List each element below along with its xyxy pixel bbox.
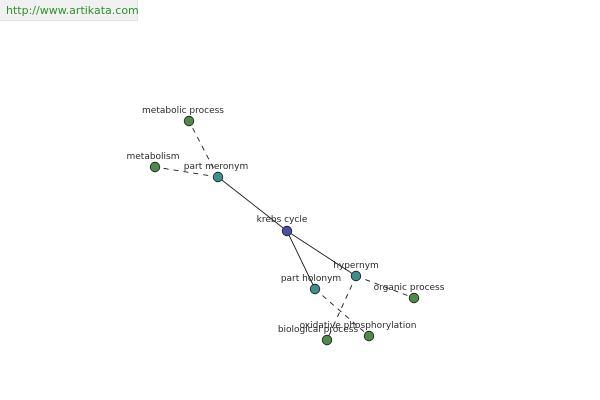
node-label-organic-process[interactable]: organic process (374, 283, 445, 293)
node-label-metabolism[interactable]: metabolism (126, 152, 179, 162)
node-part-holonym[interactable] (309, 283, 321, 295)
node-hypernym[interactable] (350, 270, 362, 282)
edge-hypernym-to-organic-process (355, 275, 415, 299)
edge-part-holonym-to-oxidative-phosphorylation (314, 288, 370, 337)
edge-part-meronym-to-metabolic-process (188, 120, 219, 178)
labels-layer: krebs cycle part meronym metabolic process… (126, 106, 444, 335)
edge-krebs-to-part-meronym (217, 176, 288, 232)
node-part-meronym[interactable] (212, 171, 224, 183)
url-banner: http://www.artikata.com (0, 0, 139, 21)
node-label-part-holonym[interactable]: part holonym (281, 274, 341, 284)
node-organic-process[interactable] (408, 292, 420, 304)
site-url-link[interactable]: http://www.artikata.com (6, 4, 139, 17)
edge-hypernym-to-biological-process (326, 275, 357, 341)
edge-part-meronym-to-metabolism (154, 166, 219, 178)
edge-krebs-to-part-holonym (286, 230, 316, 290)
node-label-hypernym[interactable]: hypernym (333, 261, 379, 271)
node-krebs[interactable] (281, 225, 293, 237)
node-label-part-meronym[interactable]: part meronym (184, 162, 248, 172)
nodes-layer (149, 115, 420, 346)
edge-krebs-to-hypernym (286, 230, 357, 277)
node-biological-process[interactable] (321, 334, 333, 346)
node-metabolism[interactable] (149, 161, 161, 173)
node-label-metabolic-process[interactable]: metabolic process (142, 106, 224, 116)
node-metabolic-process[interactable] (183, 115, 195, 127)
node-oxidative-phosphorylation[interactable] (363, 330, 375, 342)
node-label-krebs[interactable]: krebs cycle (257, 215, 308, 225)
node-label-biological-process[interactable]: biological process (278, 325, 359, 335)
edges-layer (154, 120, 415, 341)
node-label-oxidative-phosphorylation[interactable]: oxidative phosphorylation (300, 321, 417, 331)
